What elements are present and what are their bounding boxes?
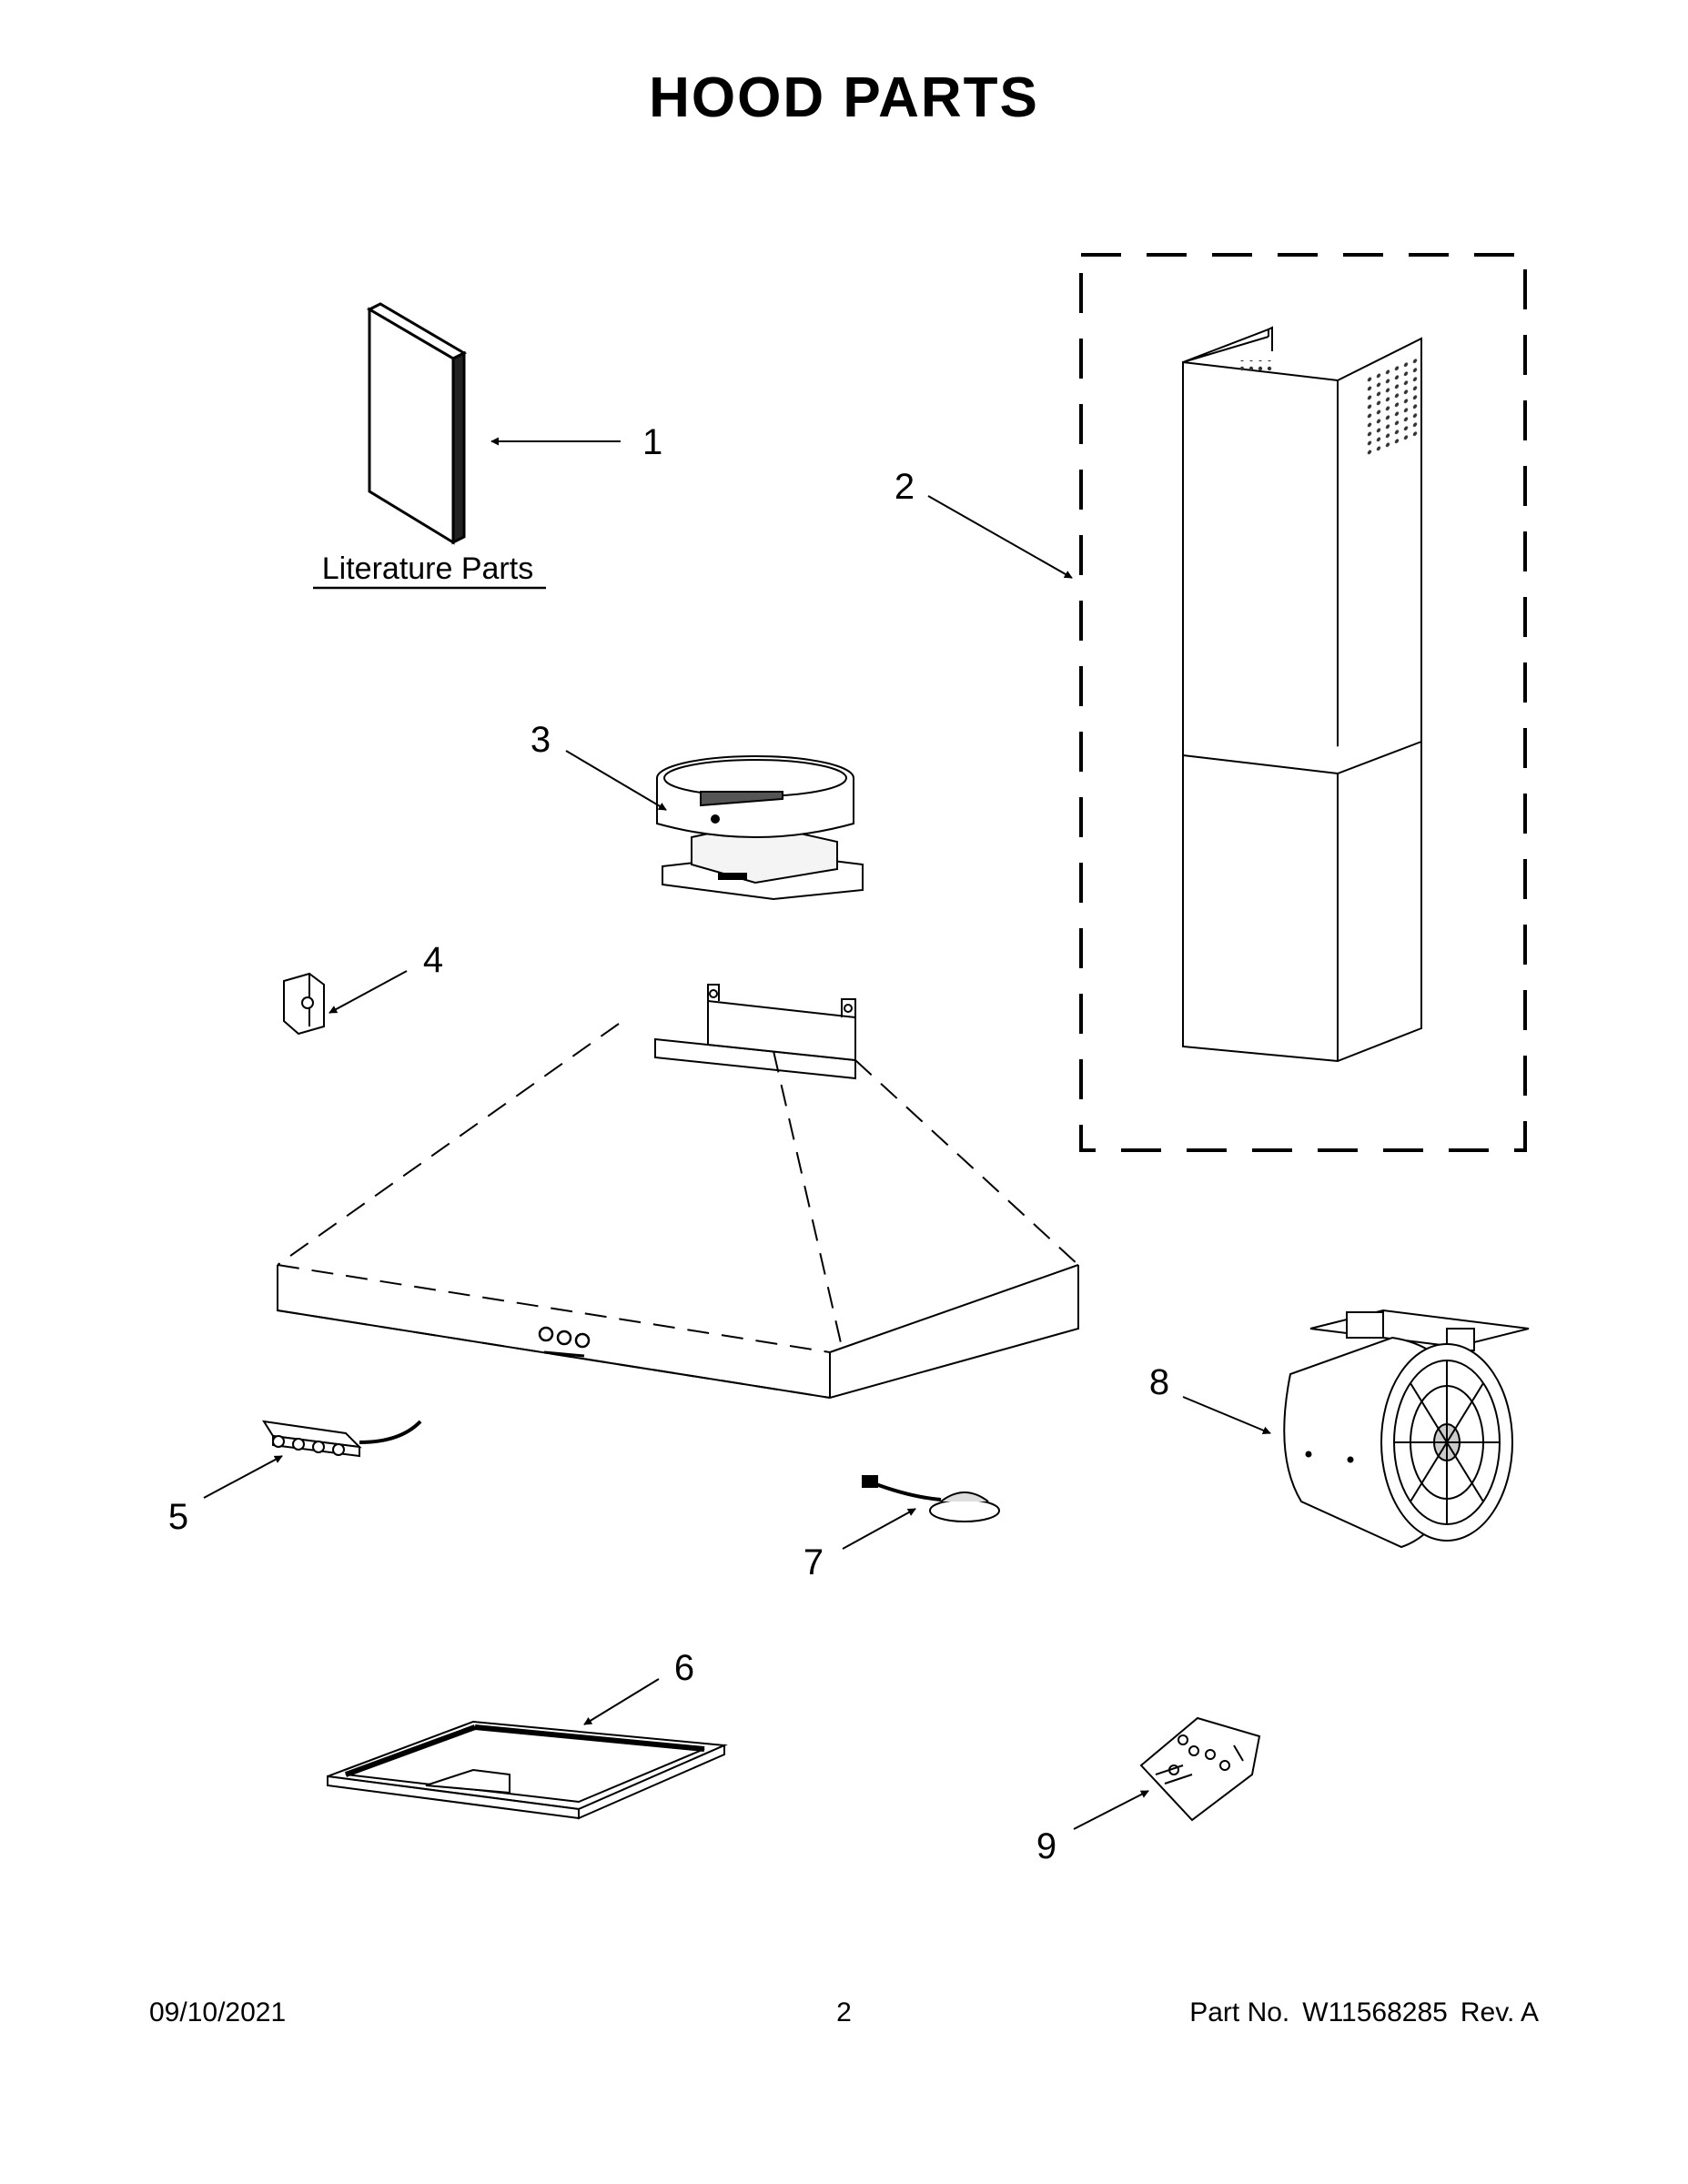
callout-3: 3 [531, 720, 551, 760]
footer-page-number: 2 [836, 1997, 852, 2027]
arrow-4 [329, 970, 408, 1014]
arrow-5 [203, 1455, 283, 1499]
callout-4: 4 [423, 940, 443, 980]
part-6-grease-filter [327, 1720, 728, 1820]
arrow-6 [583, 1678, 660, 1725]
callout-1: 1 [642, 422, 662, 462]
part-7-led-light [862, 1475, 1000, 1522]
callout-2: 2 [895, 467, 915, 507]
part-3-duct-connector [656, 755, 864, 901]
callout-9: 9 [1036, 1826, 1056, 1866]
callout-6: 6 [674, 1648, 694, 1688]
part-5-control-switch [262, 1420, 422, 1458]
arrow-7 [842, 1508, 916, 1550]
callout-7: 7 [804, 1542, 824, 1582]
part-9-hardware-bag [1139, 1716, 1261, 1822]
callout-5: 5 [168, 1497, 188, 1537]
footer-part-info: Part No. W11568285 Rev. A [1189, 1997, 1539, 2028]
footer-part-label: Part No. [1189, 1997, 1290, 2027]
arrow-9 [1073, 1790, 1149, 1830]
hood-canopy-body [277, 984, 1079, 1400]
callout-arrows [203, 437, 1271, 1830]
part-8-blower-motor [1283, 1309, 1530, 1549]
callout-8: 8 [1149, 1362, 1169, 1402]
part-4-junction-box [283, 972, 325, 1036]
arrow-2 [927, 495, 1073, 579]
callout-numbers: 1 2 3 4 5 6 7 8 9 [168, 422, 1169, 1866]
chimney-group-dashed-box [1079, 253, 1527, 1152]
footer-revision: Rev. A [1460, 1997, 1539, 2027]
arrow-3 [565, 750, 667, 811]
footer-part-number: W11568285 [1302, 1997, 1448, 2027]
part-2-chimney-duct-cover [1182, 326, 1422, 1063]
page-title: HOOD PARTS [649, 66, 1039, 129]
arrow-8 [1182, 1396, 1271, 1435]
literature-parts-label: Literature Parts [322, 551, 533, 586]
footer-date: 09/10/2021 [149, 1997, 287, 2027]
part-1-literature-booklet [366, 302, 468, 545]
